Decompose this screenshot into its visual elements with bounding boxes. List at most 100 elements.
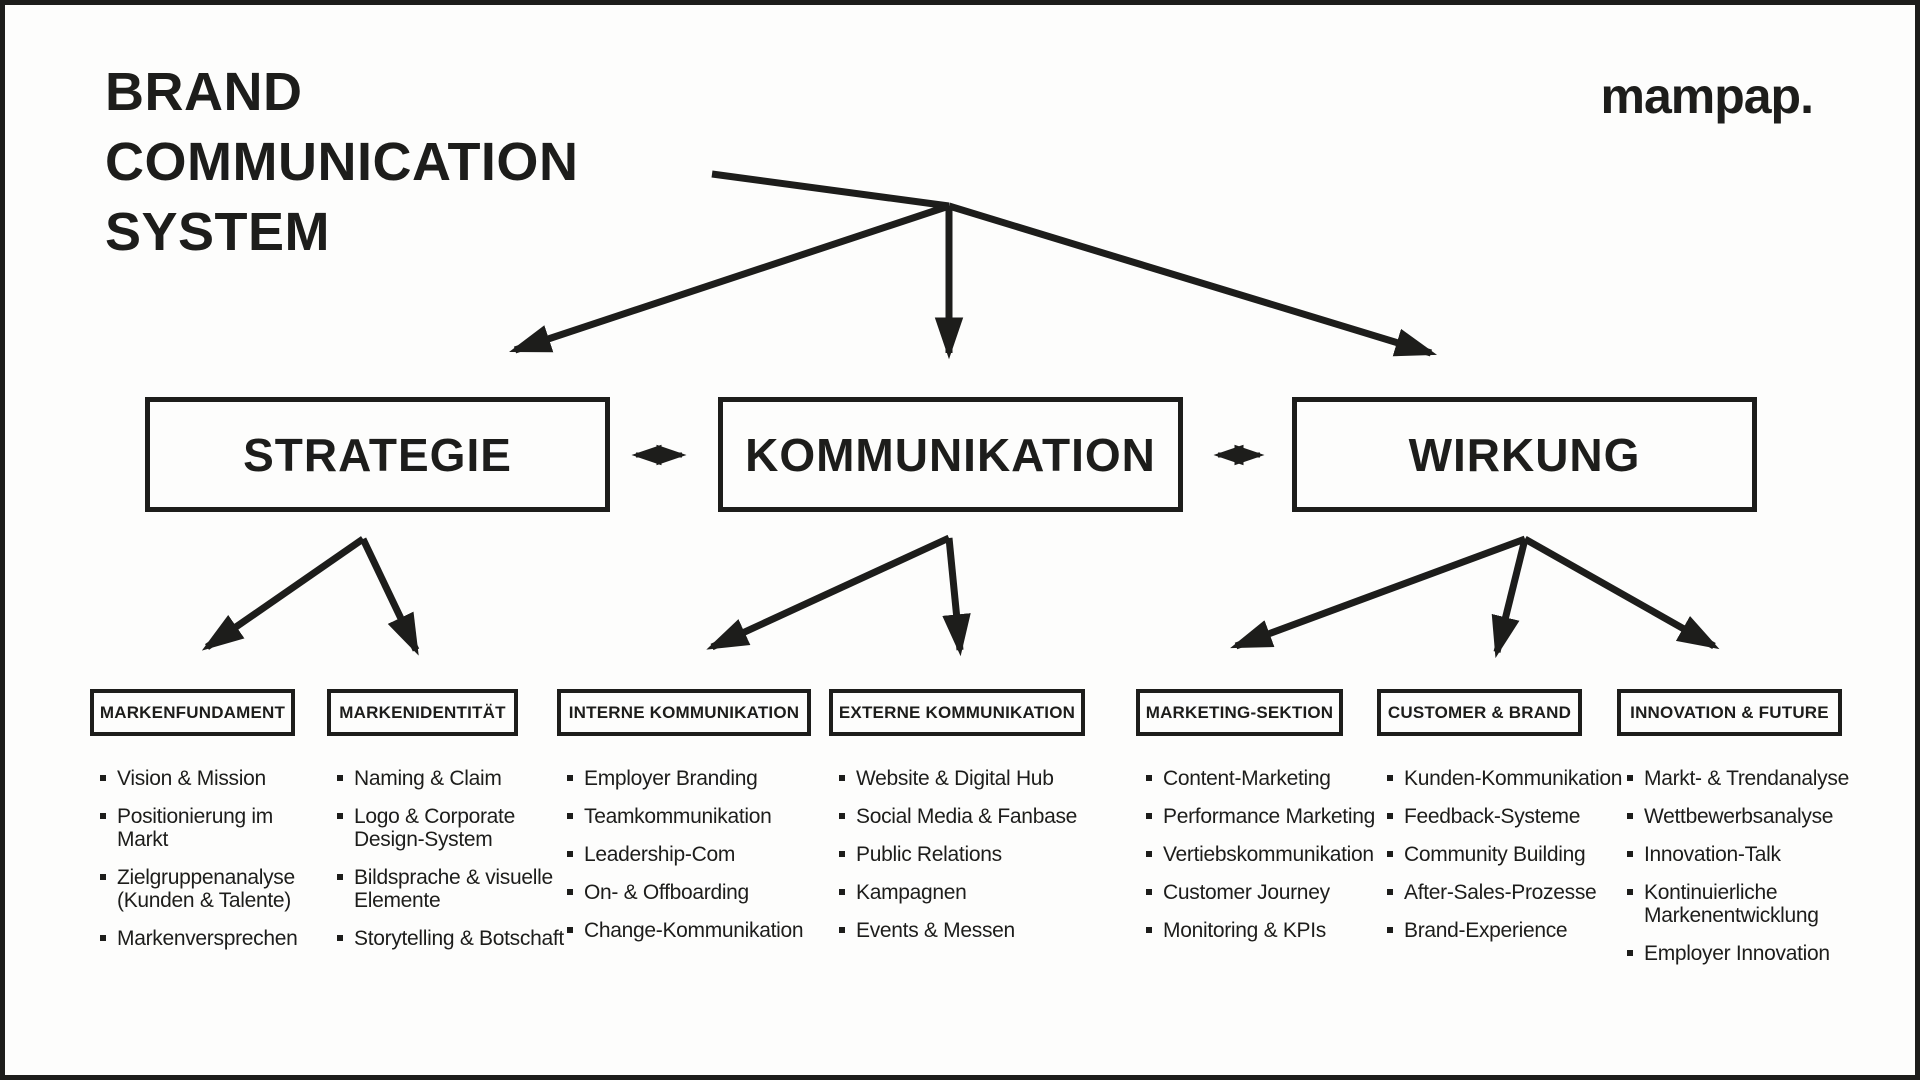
list-item-text: Bildsprache & visuelle Elemente xyxy=(354,866,553,912)
list-item: Kampagnen xyxy=(839,881,1114,904)
section-header-label: MARKENFUNDAMENT xyxy=(99,702,286,722)
bullet-square-icon xyxy=(1146,927,1152,933)
list-item-text: Teamkommunikation xyxy=(584,805,772,828)
list-item: Naming & Claim xyxy=(337,767,612,790)
list-item: Content-Marketing xyxy=(1146,767,1421,790)
list-item-text: Vertiebskommunikation xyxy=(1163,843,1374,866)
bullet-square-icon xyxy=(1387,889,1393,895)
bullet-square-icon xyxy=(567,813,573,819)
list-item-text: Positionierung im Markt xyxy=(117,805,273,851)
list-item: Markt- & Trendanalyse xyxy=(1627,767,1902,790)
list-item-text: Kontinuierliche Markenentwicklung xyxy=(1644,881,1819,927)
bullet-square-icon xyxy=(1627,775,1633,781)
list-item-text: Events & Messen xyxy=(856,919,1015,942)
list-item: Performance Marketing xyxy=(1146,805,1421,828)
list-item-text: Customer Journey xyxy=(1163,881,1330,904)
list-item-text: Markt- & Trendanalyse xyxy=(1644,767,1849,790)
bullet-square-icon xyxy=(1146,775,1152,781)
section-header-label: MARKETING-SEKTION xyxy=(1145,702,1334,722)
bullet-square-icon xyxy=(100,874,106,880)
list-item-text: Monitoring & KPIs xyxy=(1163,919,1326,942)
brand-logo: mampap. xyxy=(1600,68,1814,124)
list-item-text: Content-Marketing xyxy=(1163,767,1331,790)
list-item: After-Sales-Prozesse xyxy=(1387,881,1662,904)
bullet-square-icon xyxy=(1146,813,1152,819)
list-item: Kontinuierliche Markenentwicklung xyxy=(1627,881,1902,927)
pillar-box-wirkung: WIRKUNG xyxy=(1292,397,1757,512)
pillar-label: KOMMUNIKATION xyxy=(745,428,1156,481)
list-item-text: Community Building xyxy=(1404,843,1586,866)
list-item-text: After-Sales-Prozesse xyxy=(1404,881,1597,904)
page-title-line: SYSTEM xyxy=(105,202,331,262)
bullet-square-icon xyxy=(567,775,573,781)
section-header-box: MARKENIDENTITÄT xyxy=(327,689,518,736)
bullet-square-icon xyxy=(1627,950,1633,956)
list-item-text: Naming & Claim xyxy=(354,767,502,790)
section-header-label: INNOVATION & FUTURE xyxy=(1630,702,1829,722)
section-header-box: MARKETING-SEKTION xyxy=(1136,689,1343,736)
list-item-text: Kampagnen xyxy=(856,881,967,904)
list-item: Employer Branding xyxy=(567,767,842,790)
list-item: Positionierung im Markt xyxy=(100,805,375,851)
bullet-square-icon xyxy=(100,813,106,819)
section-header-label: EXTERNE KOMMUNIKATION xyxy=(838,702,1076,722)
bullet-square-icon xyxy=(1146,889,1152,895)
page-title-line: BRAND xyxy=(105,62,303,122)
bullet-square-icon xyxy=(1387,851,1393,857)
bullet-square-icon xyxy=(839,813,845,819)
list-item-text: Storytelling & Botschaft xyxy=(354,927,564,950)
list-item: Innovation-Talk xyxy=(1627,843,1902,866)
list-item-text: Innovation-Talk xyxy=(1644,843,1781,866)
section-header-label: MARKENIDENTITÄT xyxy=(339,702,506,722)
list-item: Wettbewerbsanalyse xyxy=(1627,805,1902,828)
bullet-square-icon xyxy=(1627,851,1633,857)
list-item-text: Markenversprechen xyxy=(117,927,298,950)
list-item: Public Relations xyxy=(839,843,1114,866)
bullet-square-icon xyxy=(1387,813,1393,819)
list-item-text: Wettbewerbsanalyse xyxy=(1644,805,1834,828)
list-item-text: Logo & Corporate Design-System xyxy=(354,805,515,851)
section-header-box: INTERNE KOMMUNIKATION xyxy=(557,689,811,736)
list-item: Kunden-Kommunikation xyxy=(1387,767,1662,790)
list-item: Markenversprechen xyxy=(100,927,375,950)
bullet-square-icon xyxy=(839,775,845,781)
list-item: Vertiebskommunikation xyxy=(1146,843,1421,866)
bullet-square-icon xyxy=(337,813,343,819)
list-item-text: Public Relations xyxy=(856,843,1002,866)
list-item: Employer Innovation xyxy=(1627,942,1902,965)
list-item: Social Media & Fanbase xyxy=(839,805,1114,828)
bullet-square-icon xyxy=(1387,927,1393,933)
list-item-text: On- & Offboarding xyxy=(584,881,749,904)
list-item-text: Zielgruppenanalyse (Kunden & Talente) xyxy=(117,866,295,912)
list-item: Customer Journey xyxy=(1146,881,1421,904)
fan-arrows xyxy=(509,170,1438,360)
bullet-square-icon xyxy=(567,889,573,895)
bullet-square-icon xyxy=(337,775,343,781)
list-item-text: Brand-Experience xyxy=(1404,919,1568,942)
bullet-square-icon xyxy=(839,889,845,895)
pillar-box-strategie: STRATEGIE xyxy=(145,397,610,512)
list-item: Feedback-Systeme xyxy=(1387,805,1662,828)
bullet-square-icon xyxy=(839,851,845,857)
pillar-label: WIRKUNG xyxy=(1408,428,1641,481)
section-header-label: CUSTOMER & BRAND xyxy=(1387,702,1572,722)
list-item: Monitoring & KPIs xyxy=(1146,919,1421,942)
list-item: Website & Digital Hub xyxy=(839,767,1114,790)
list-item-text: Employer Innovation xyxy=(1644,942,1830,965)
list-item: Logo & Corporate Design-System xyxy=(337,805,612,851)
list-item: On- & Offboarding xyxy=(567,881,842,904)
bullet-square-icon xyxy=(1627,813,1633,819)
section-header-label: INTERNE KOMMUNIKATION xyxy=(568,702,800,722)
section-column: INNOVATION & FUTURE Markt- & Trendanalyse… xyxy=(1617,689,1849,980)
list-item: Change-Kommunikation xyxy=(567,919,842,942)
